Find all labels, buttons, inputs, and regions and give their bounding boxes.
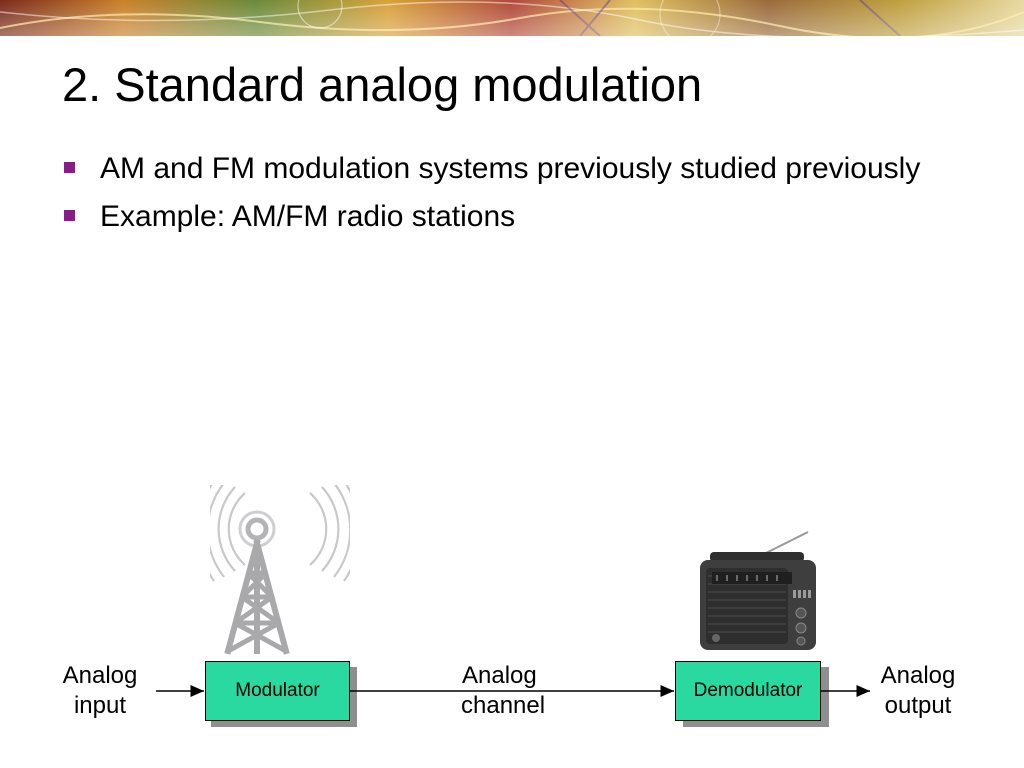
bullet-text: Example: AM/FM radio stations — [100, 200, 516, 233]
analog-input-label: Analog input — [52, 661, 148, 721]
analog-output-label: Analog output — [866, 661, 970, 721]
square-bullet-icon — [64, 210, 75, 221]
bullet-item: Example: AM/FM radio stations — [62, 196, 962, 237]
bullet-text: AM and FM modulation systems previously … — [100, 152, 921, 185]
demodulator-block: Demodulator — [675, 661, 821, 721]
radio-receiver-icon — [696, 530, 820, 652]
radio-tower-icon — [197, 480, 361, 655]
analog-output-label-line1: Analog — [880, 662, 956, 689]
demodulator-label: Demodulator — [693, 680, 803, 701]
analog-output-label-line2: output — [884, 692, 952, 719]
analog-channel-label-line1: Analog — [462, 662, 537, 689]
modulator-label: Modulator — [235, 680, 320, 701]
analog-channel-label-line2: channel — [461, 692, 546, 719]
modulator-block: Modulator — [205, 661, 350, 721]
analog-channel-label: Analog channel — [444, 661, 564, 721]
analog-input-label-line1: Analog — [62, 662, 138, 689]
header-banner — [0, 0, 1024, 36]
analog-input-label-line2: input — [73, 692, 127, 719]
square-bullet-icon — [64, 162, 75, 173]
slide-title: 2. Standard analog modulation — [62, 58, 703, 111]
bullet-item: AM and FM modulation systems previously … — [62, 148, 962, 189]
header-banner-graphic — [0, 0, 1024, 36]
bullet-list: AM and FM modulation systems previously … — [62, 148, 962, 244]
